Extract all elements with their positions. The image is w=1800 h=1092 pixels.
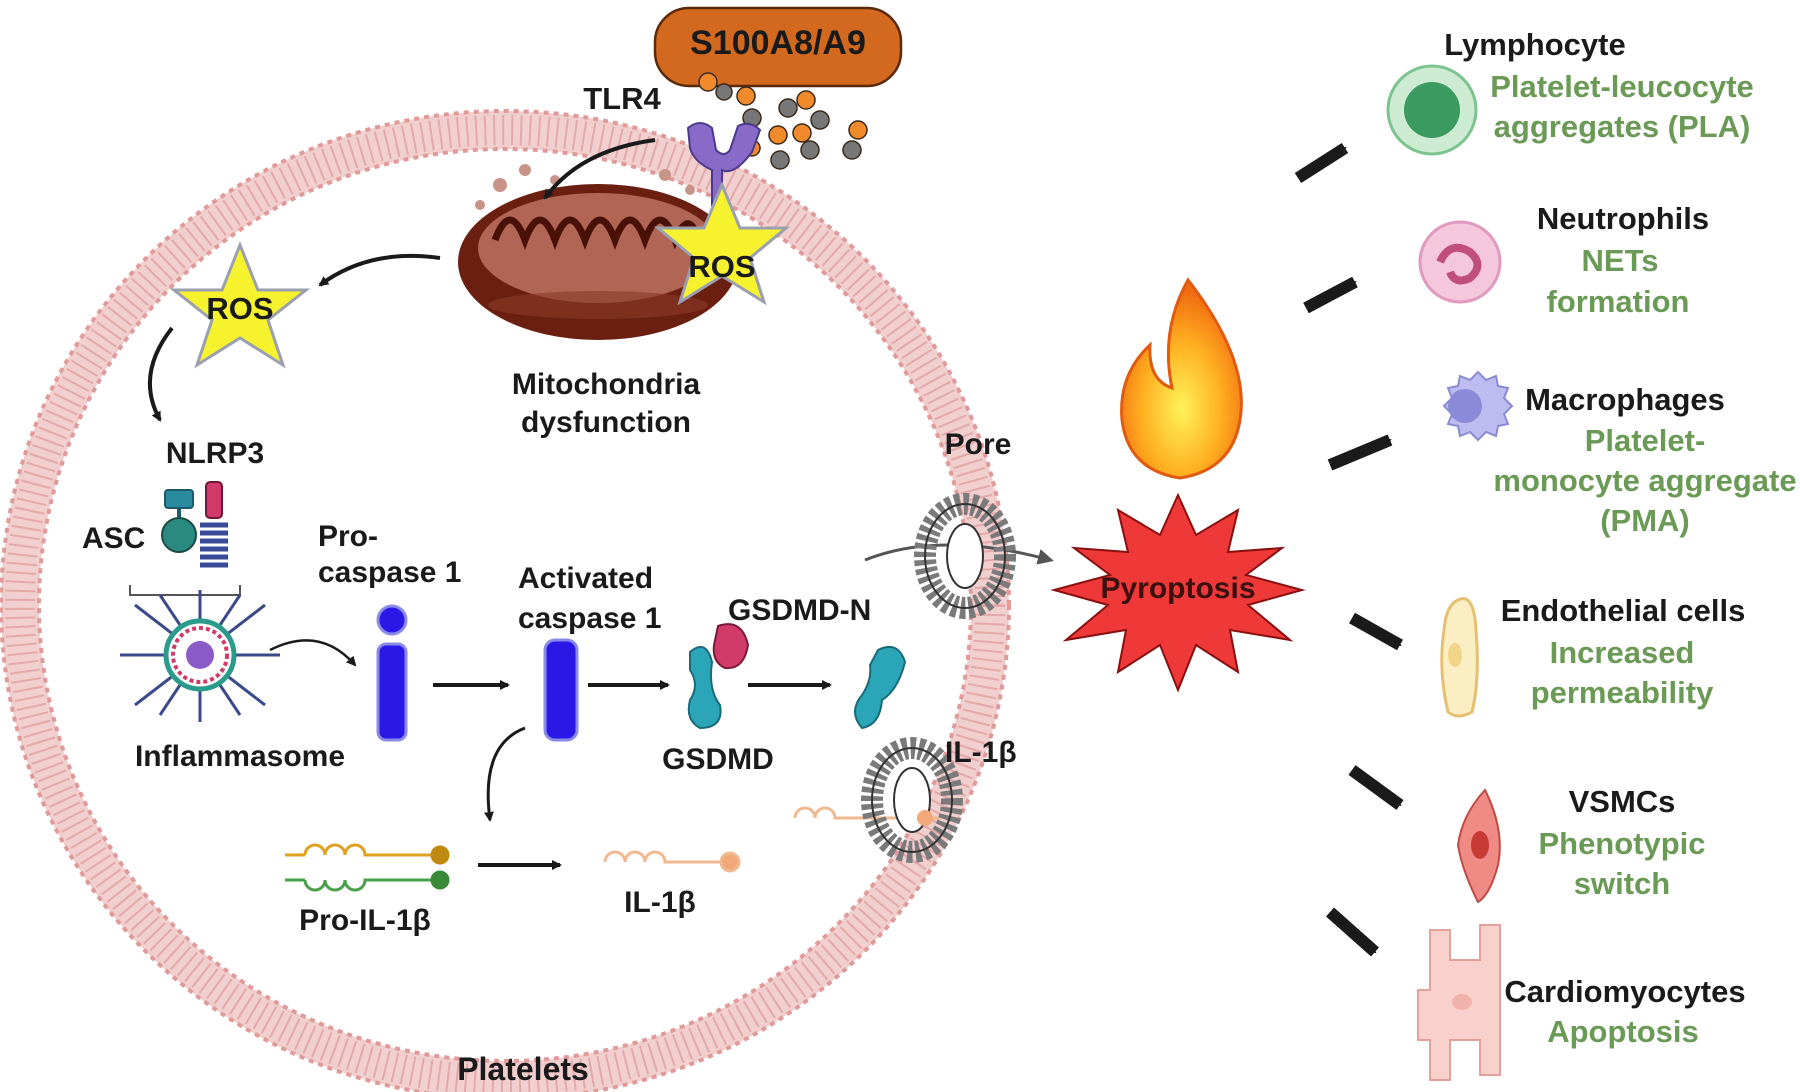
ros-left-label: ROS xyxy=(206,291,274,326)
asc-label: ASC xyxy=(82,522,146,555)
s100a8-a9-label: S100A8/A9 xyxy=(690,24,866,62)
target-macrophages-cell: Macrophages xyxy=(1525,382,1725,417)
target-macrophages-effect-2: monocyte aggregate xyxy=(1493,463,1797,498)
target-vsmcs-cell: VSMCs xyxy=(1568,784,1676,819)
activated-caspase-1 xyxy=(543,638,579,742)
tlr4-label: TLR4 xyxy=(583,81,661,116)
lymphocyte-icon xyxy=(1386,64,1478,156)
target-macrophages-effect-1: Platelet- xyxy=(1584,423,1706,458)
pore-label: Pore xyxy=(944,428,1012,461)
target-neutrophils-effect-1: NETs xyxy=(1581,243,1659,278)
inflammasome xyxy=(120,590,280,722)
target-endothelial-cell: Endothelial cells xyxy=(1500,593,1746,628)
gsdmd-protein xyxy=(687,623,750,730)
target-vsmcs-effect-2: switch xyxy=(1573,866,1671,901)
target-neutrophils-cell: Neutrophils xyxy=(1536,201,1710,236)
cardiomyocyte-icon xyxy=(1417,924,1501,1081)
macrophage-icon xyxy=(1442,370,1514,442)
target-endothelial-effect-2: permeability xyxy=(1530,675,1714,710)
target-vsmcs-effect-1: Phenotypic xyxy=(1538,826,1706,861)
pore-top xyxy=(914,493,1016,619)
target-lymphocyte-effect-2: aggregates (PLA) xyxy=(1493,109,1751,144)
target-cardiomyocytes-cell: Cardiomyocytes xyxy=(1504,974,1746,1009)
mito-label-line2: dysfunction xyxy=(521,406,691,439)
endothelial-cell-icon xyxy=(1440,597,1479,718)
gsdmd-n-label: GSDMD-N xyxy=(728,594,872,627)
fire-icon xyxy=(1120,277,1243,480)
il1b-strand xyxy=(603,850,741,873)
gsdmd-n-protein xyxy=(854,646,907,730)
gsdmd-label: GSDMD xyxy=(662,743,774,776)
il1b-pore-label: IL-1β xyxy=(945,736,1017,769)
s100a8-a9-box xyxy=(653,6,903,88)
tlr4-receptor xyxy=(686,122,762,206)
pore-bottom xyxy=(793,737,963,863)
target-lymphocyte-effect-1: Platelet-leucocyte xyxy=(1490,69,1754,104)
inflammasome-label: Inflammasome xyxy=(134,740,346,773)
pro-il1b-strands xyxy=(285,843,450,892)
target-macrophages-effect-3: (PMA) xyxy=(1600,503,1690,538)
mitochondria xyxy=(458,164,738,340)
ros-star-mito xyxy=(653,181,791,306)
pyroptosis-burst xyxy=(1050,492,1306,693)
ros-mito-label: ROS xyxy=(688,249,756,284)
activated-caspase-label-line2: caspase 1 xyxy=(518,602,662,635)
neutrophil-icon xyxy=(1418,220,1502,304)
pyroptosis-label: Pyroptosis xyxy=(1100,572,1256,605)
mito-label-line1: Mitochondria xyxy=(511,368,701,401)
nlrp3-asc-complex xyxy=(129,481,241,596)
ros-star-left xyxy=(169,240,311,369)
vsmc-icon xyxy=(1456,788,1501,904)
target-cardiomyocytes-effect-1: Apoptosis xyxy=(1547,1014,1699,1049)
s100-particles xyxy=(698,72,868,170)
target-endothelial-effect-1: Increased xyxy=(1549,635,1695,670)
pro-il1b-label: Pro-IL-1β xyxy=(299,904,431,937)
target-arrows xyxy=(1294,142,1404,957)
pro-caspase-label-line1: Pro- xyxy=(318,520,378,553)
target-lymphocyte-cell: Lymphocyte xyxy=(1444,27,1626,62)
flow-arrows xyxy=(148,138,1054,870)
il1b-label: IL-1β xyxy=(624,886,696,919)
pro-caspase-1 xyxy=(376,604,408,742)
activated-caspase-label-line1: Activated xyxy=(518,562,654,595)
platelets-label: Platelets xyxy=(457,1051,589,1087)
pro-caspase-label-line2: caspase 1 xyxy=(318,556,462,589)
nlrp3-label: NLRP3 xyxy=(165,437,265,470)
target-neutrophils-effect-2: formation xyxy=(1546,284,1690,319)
